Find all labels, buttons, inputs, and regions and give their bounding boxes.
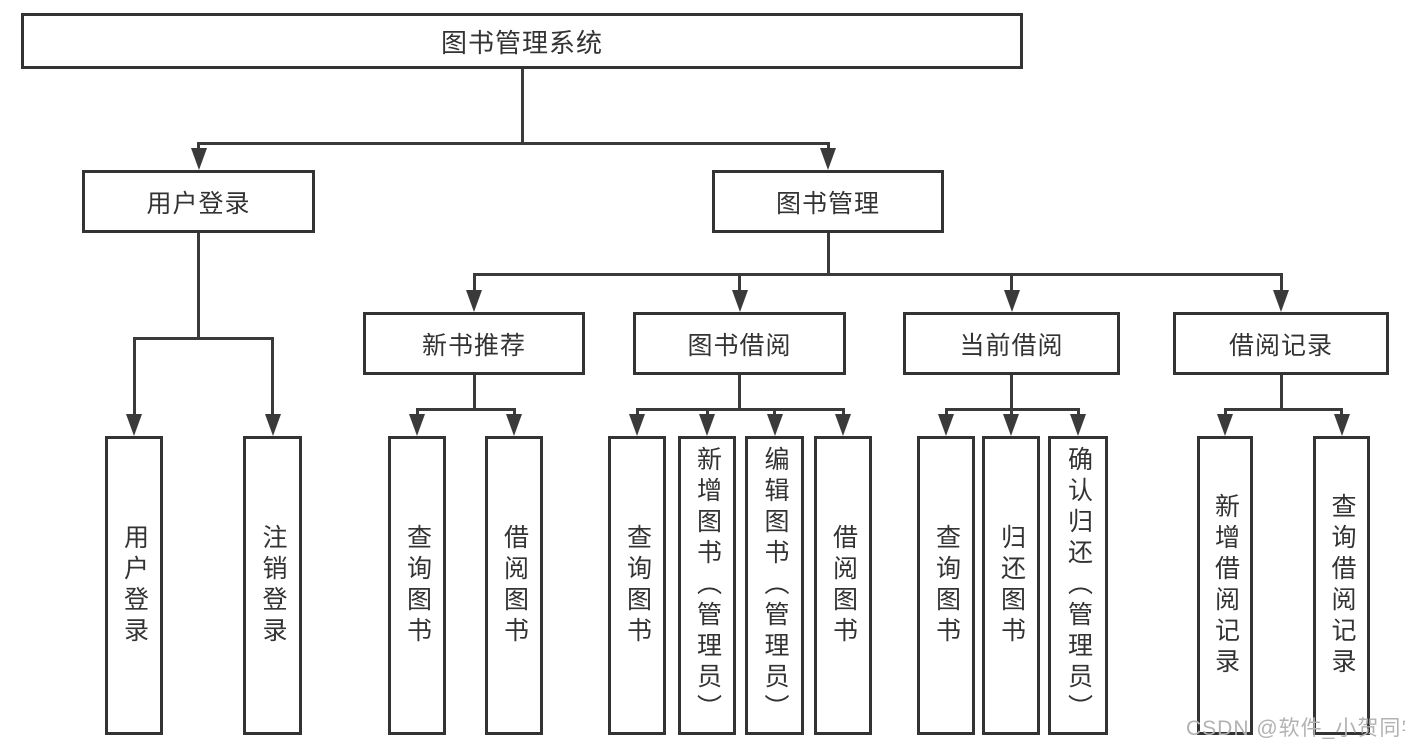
arrow-down-icon — [466, 290, 482, 312]
arrow-down-icon — [1003, 414, 1019, 436]
arrow-down-icon — [629, 414, 645, 436]
node-label-current-borrow: 当前借阅 — [959, 331, 1064, 360]
connector-drop-nbr-query-books — [415, 408, 419, 416]
connector-branch-root — [197, 142, 830, 145]
connector-branch-book-borrow — [635, 408, 845, 411]
node-label-ul-logout: 注销登录 — [259, 523, 287, 648]
arrow-down-icon — [1273, 290, 1289, 312]
connector-drop-nbr-borrow-books — [512, 408, 516, 416]
node-user-login: 用户登录 — [82, 170, 315, 233]
node-cb-return-books: 归还图书 — [982, 436, 1040, 735]
connector-drop-bb-borrow-books — [841, 408, 845, 416]
connector-stem-borrow-records — [1279, 375, 1283, 411]
connector-drop-user-login — [197, 142, 200, 150]
connector-drop-cb-confirm-return — [1076, 408, 1080, 416]
connector-drop-bb-query-books — [635, 408, 639, 416]
connector-drop-borrow-records — [1279, 273, 1283, 292]
node-br-query-record: 查询借阅记录 — [1313, 436, 1370, 735]
connector-drop-ul-login — [132, 337, 136, 416]
connector-drop-cb-return-books — [1009, 408, 1013, 416]
node-current-borrow: 当前借阅 — [903, 312, 1120, 375]
node-label-br-add-record: 新增借阅记录 — [1211, 492, 1240, 679]
connector-drop-book-borrow — [738, 273, 741, 292]
arrow-down-icon — [190, 148, 207, 170]
node-label-book-mgmt: 图书管理 — [775, 189, 880, 218]
node-label-user-login: 用户登录 — [146, 189, 251, 218]
connector-branch-book-mgmt — [472, 273, 1283, 276]
arrow-down-icon — [1070, 414, 1086, 436]
arrow-down-icon — [1333, 414, 1350, 436]
arrow-down-icon — [264, 414, 281, 436]
node-bb-edit-books: 编辑图书（管理员） — [745, 436, 804, 735]
connector-stem-book-borrow — [738, 375, 741, 411]
arrow-down-icon — [409, 414, 425, 436]
arrow-down-icon — [820, 148, 836, 170]
node-label-root: 图书管理系统 — [440, 27, 603, 58]
connector-branch-user-login — [132, 337, 274, 340]
node-label-ul-login: 用户登录 — [120, 523, 149, 648]
arrow-down-icon — [1003, 290, 1020, 312]
node-label-book-borrow: 图书借阅 — [687, 331, 792, 360]
csdn-watermark: CSDN @软件_小贺同学 — [1186, 717, 1405, 740]
node-label-bb-edit-books: 编辑图书（管理员） — [761, 446, 789, 725]
arrow-down-icon — [1217, 414, 1233, 436]
connector-branch-borrow-records — [1223, 408, 1343, 411]
node-book-borrow: 图书借阅 — [633, 312, 846, 375]
node-cb-confirm-return: 确认归还（管理员） — [1048, 436, 1108, 735]
connector-drop-br-query-record — [1340, 408, 1343, 416]
node-cb-query-books: 查询图书 — [917, 436, 975, 735]
connector-stem-root — [520, 69, 524, 145]
node-ul-logout: 注销登录 — [243, 436, 302, 735]
node-nbr-query-books: 查询图书 — [388, 436, 446, 735]
node-ul-login: 用户登录 — [105, 436, 163, 735]
node-br-add-record: 新增借阅记录 — [1197, 436, 1253, 735]
connector-stem-current-borrow — [1010, 375, 1013, 411]
node-nbr-borrow-books: 借阅图书 — [485, 436, 543, 735]
arrow-down-icon — [766, 414, 783, 436]
node-book-mgmt: 图书管理 — [712, 170, 944, 233]
arrow-down-icon — [731, 290, 748, 312]
connector-branch-new-book-rec — [415, 408, 516, 411]
node-label-cb-return-books: 归还图书 — [997, 523, 1026, 648]
node-label-bb-borrow-books: 借阅图书 — [829, 523, 858, 648]
node-label-br-query-record: 查询借阅记录 — [1328, 492, 1356, 679]
node-root: 图书管理系统 — [21, 13, 1023, 69]
connector-stem-new-book-rec — [472, 375, 476, 411]
arrow-down-icon — [506, 414, 522, 436]
arrow-down-icon — [126, 414, 142, 436]
connector-drop-cb-query-books — [944, 408, 948, 416]
node-borrow-records: 借阅记录 — [1173, 312, 1389, 375]
connector-stem-book-mgmt — [826, 233, 830, 276]
node-label-new-book-rec: 新书推荐 — [421, 331, 526, 360]
node-label-cb-confirm-return: 确认归还（管理员） — [1064, 446, 1093, 725]
node-label-bb-query-books: 查询图书 — [623, 523, 652, 648]
node-label-bb-add-books: 新增图书（管理员） — [693, 446, 722, 725]
node-label-nbr-query-books: 查询图书 — [403, 523, 432, 648]
connector-drop-current-borrow — [1010, 273, 1013, 292]
connector-drop-bb-edit-books — [773, 408, 776, 416]
node-new-book-rec: 新书推荐 — [363, 312, 585, 375]
node-label-nbr-borrow-books: 借阅图书 — [500, 523, 529, 648]
arrow-down-icon — [835, 414, 851, 436]
arrow-down-icon — [938, 414, 954, 436]
node-bb-borrow-books: 借阅图书 — [814, 436, 872, 735]
arrow-down-icon — [699, 414, 715, 436]
connector-drop-book-mgmt — [826, 142, 830, 150]
node-label-cb-query-books: 查询图书 — [932, 523, 961, 648]
connector-drop-new-book-rec — [472, 273, 476, 292]
node-bb-query-books: 查询图书 — [608, 436, 666, 735]
connector-drop-bb-add-books — [705, 408, 709, 416]
node-label-borrow-records: 借阅记录 — [1228, 331, 1333, 360]
connector-stem-user-login — [197, 233, 200, 340]
node-bb-add-books: 新增图书（管理员） — [678, 436, 736, 735]
connector-drop-br-add-record — [1223, 408, 1227, 416]
connector-drop-ul-logout — [271, 337, 274, 416]
